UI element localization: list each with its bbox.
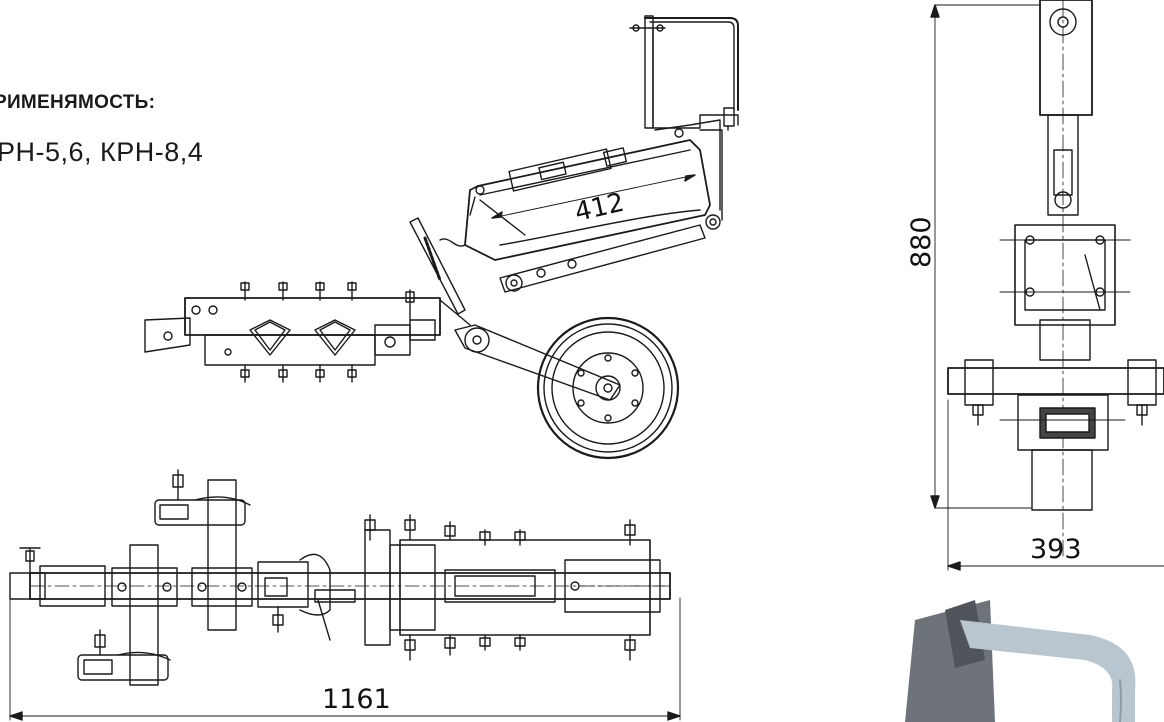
side-frame bbox=[464, 119, 723, 261]
front-view: 880 393 bbox=[906, 0, 1164, 571]
side-spring bbox=[409, 217, 466, 315]
side-wheel bbox=[536, 316, 680, 460]
applicability-heading: РИМЕНЯМОСТЬ: bbox=[0, 92, 156, 113]
dim-1161: 1161 bbox=[9, 597, 681, 721]
dim-393: 393 bbox=[947, 399, 1164, 571]
plan-view: 1161 bbox=[9, 469, 681, 721]
dim-1161-label: 1161 bbox=[322, 684, 391, 715]
side-view: 412 bbox=[144, 15, 739, 460]
dim-880-label: 880 bbox=[906, 216, 937, 268]
dim-880: 880 bbox=[906, 4, 1041, 509]
side-links bbox=[439, 224, 706, 401]
side-bracket bbox=[629, 15, 739, 131]
dim-393-label: 393 bbox=[1030, 534, 1082, 565]
plan-clamps bbox=[77, 469, 253, 686]
render-preview bbox=[905, 600, 1136, 722]
plan-mechanism bbox=[257, 514, 666, 661]
dim-412: 412 bbox=[491, 174, 696, 228]
side-beam bbox=[144, 281, 441, 383]
applicable-models: РН-5,6, КРН-8,4 bbox=[0, 137, 204, 167]
